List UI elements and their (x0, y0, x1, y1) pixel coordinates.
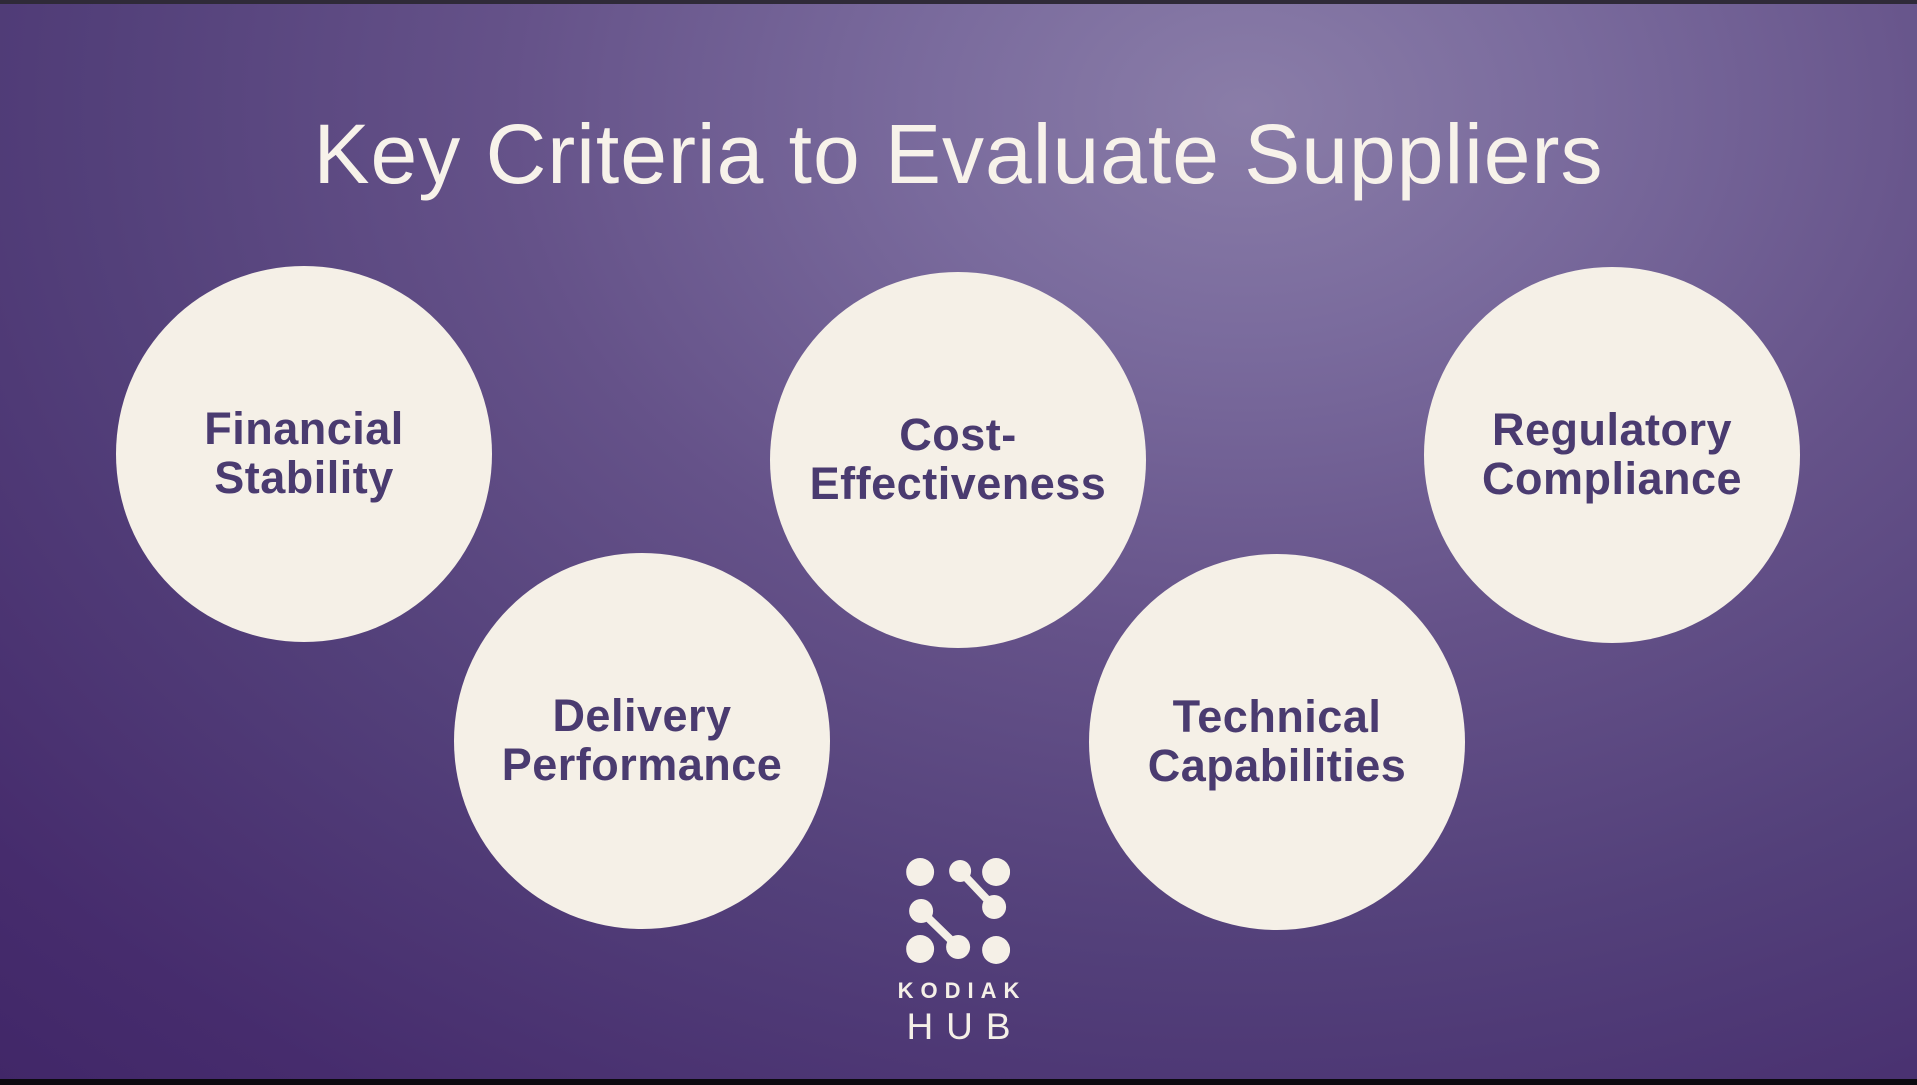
criterion-circle-technical-capabilities: Technical Capabilities (1089, 554, 1465, 930)
criterion-label-line2: Capabilities (1147, 740, 1407, 791)
bottom-edge-bar (0, 1079, 1917, 1085)
criterion-circle-regulatory-compliance: Regulatory Compliance (1424, 267, 1800, 643)
criterion-label-line1: Delivery (552, 690, 732, 742)
logo-wordmark-hub: HUB (906, 1006, 1024, 1047)
page-title: Key Criteria to Evaluate Suppliers (313, 107, 1604, 201)
kodiak-hub-dots-logo-icon (906, 858, 1011, 964)
criterion-circle-cost-effectiveness: Cost- Effectiveness (770, 272, 1146, 648)
kodiak-hub-logo: KODIAK HUB (891, 856, 1027, 1048)
logo-wordmark-kodiak: KODIAK (897, 978, 1027, 1003)
criterion-circle-financial-stability: Financial Stability (116, 266, 492, 642)
criterion-label-line2: Stability (214, 452, 394, 503)
top-edge-bar (0, 0, 1917, 4)
criterion-label-line2: Compliance (1481, 453, 1743, 504)
criterion-label-line2: Effectiveness (809, 458, 1107, 509)
criterion-label-line1: Technical (1172, 691, 1382, 743)
criterion-label-line1: Regulatory (1491, 404, 1733, 456)
criterion-circle-delivery-performance: Delivery Performance (454, 553, 830, 929)
criterion-label-line1: Cost- (899, 409, 1017, 461)
criterion-label-line1: Financial (204, 403, 404, 455)
criterion-label-line2: Performance (501, 739, 783, 790)
